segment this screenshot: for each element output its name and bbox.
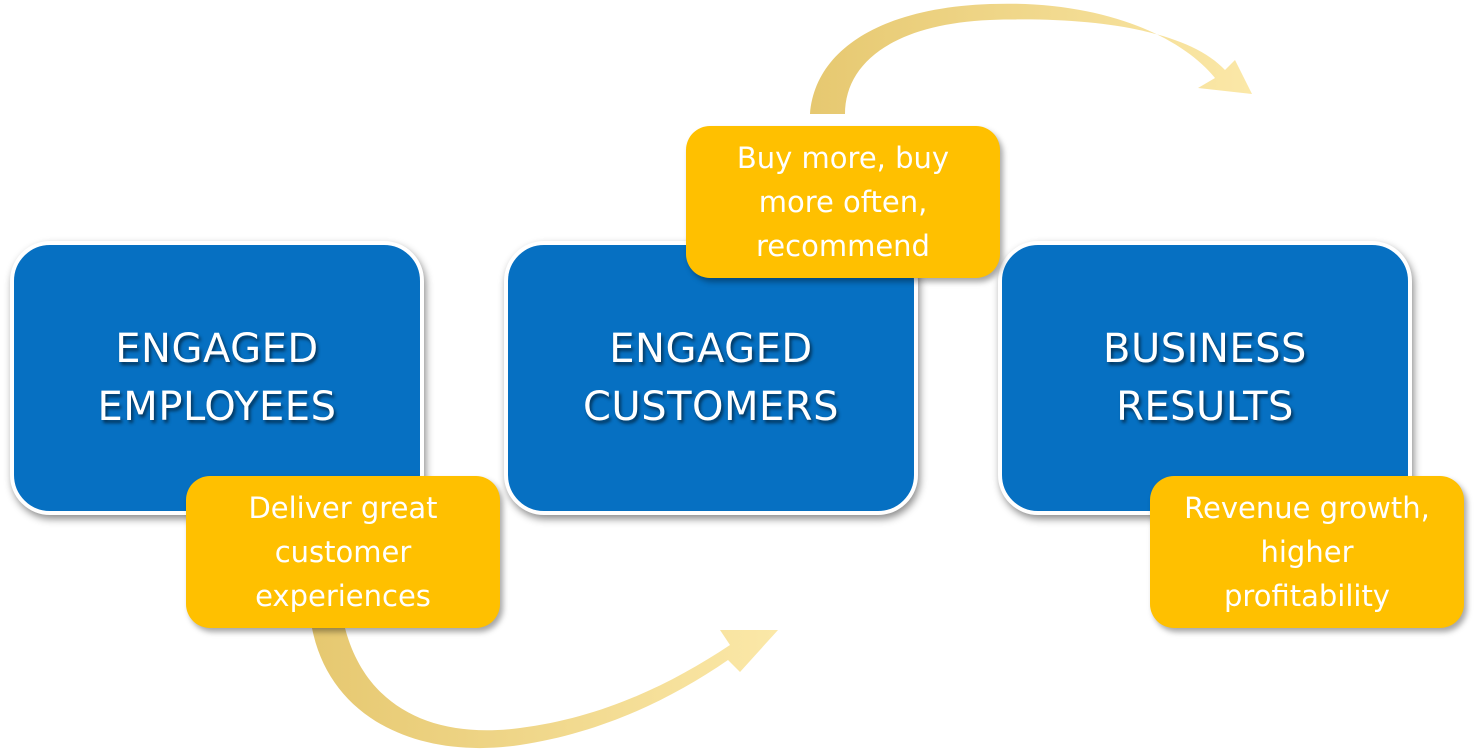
box-engaged-employees: ENGAGED EMPLOYEES: [10, 241, 424, 515]
note-line-1: Deliver great: [248, 491, 438, 525]
note-line-2: customer: [274, 535, 412, 569]
note-line-1: Buy more, buy: [736, 141, 950, 175]
box-title-line-1: BUSINESS: [1103, 326, 1307, 372]
note-buy-more: Buy more, buy more often, recommend: [686, 126, 1000, 278]
arrow-employees-to-customers: [312, 628, 778, 749]
note-line-1: Revenue growth,: [1184, 491, 1430, 525]
box-business-results: BUSINESS RESULTS: [998, 241, 1412, 515]
note-line-3: recommend: [756, 229, 930, 263]
note-line-3: profitability: [1224, 579, 1390, 613]
note-line-3: experiences: [255, 579, 431, 613]
note-line-2: more often,: [758, 185, 928, 219]
box-title-line-2: EMPLOYEES: [97, 384, 337, 430]
box-title-line-1: ENGAGED: [115, 326, 319, 372]
box-title-line-1: ENGAGED: [609, 326, 813, 372]
note-revenue-growth: Revenue growth, higher profitability: [1150, 476, 1464, 628]
box-title-line-2: RESULTS: [1116, 384, 1294, 430]
arrow-customers-to-results: [810, 3, 1252, 114]
note-deliver-experiences: Deliver great customer experiences: [186, 476, 500, 628]
note-line-2: higher: [1260, 535, 1354, 569]
box-engaged-customers: ENGAGED CUSTOMERS: [504, 241, 918, 515]
box-title-line-2: CUSTOMERS: [583, 384, 839, 430]
